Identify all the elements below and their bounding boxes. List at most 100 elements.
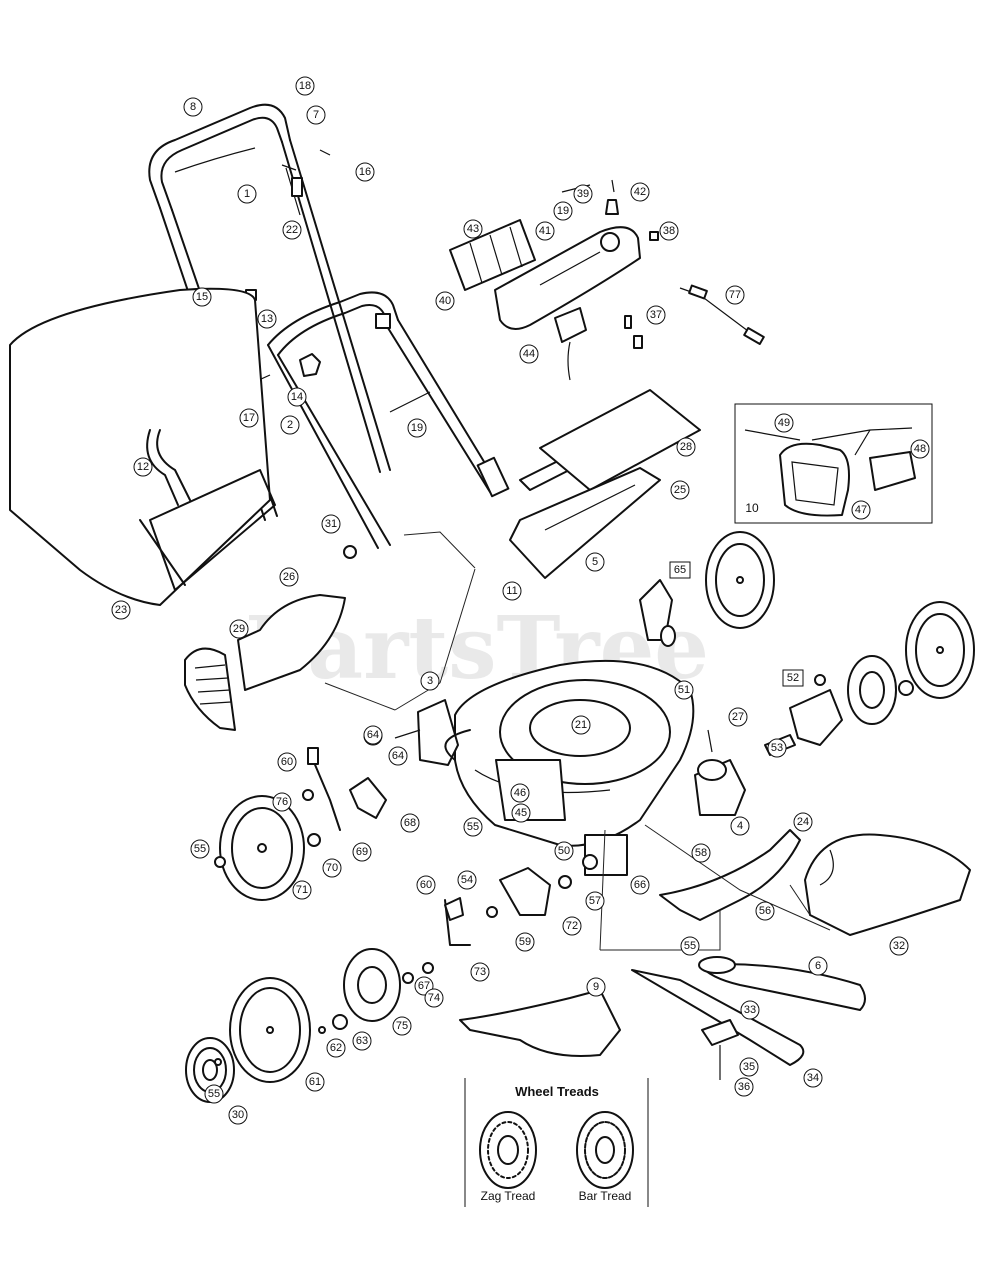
callout-55: 55 [190, 839, 210, 859]
svg-text:23: 23 [115, 604, 127, 616]
svg-text:11: 11 [506, 585, 517, 597]
svg-text:60: 60 [420, 879, 432, 891]
svg-text:25: 25 [674, 484, 686, 496]
svg-text:68: 68 [404, 817, 416, 829]
callout-43: 43 [463, 219, 483, 239]
callout-71: 71 [292, 880, 312, 900]
callout-3: 3 [420, 671, 440, 691]
wheel-treads-legend: Wheel Treads Zag Tread Bar Tread [464, 1078, 649, 1207]
svg-text:15: 15 [196, 291, 208, 303]
svg-text:37: 37 [650, 309, 662, 321]
wheel-rear-right-top [705, 531, 775, 629]
battery-assembly [449, 179, 765, 381]
callout-73: 73 [470, 962, 490, 982]
callout-28: 28 [676, 437, 696, 457]
svg-text:42: 42 [634, 186, 646, 198]
callout-37: 37 [646, 305, 666, 325]
callout-29: 29 [229, 619, 249, 639]
svg-text:74: 74 [428, 992, 440, 1004]
svg-text:12: 12 [137, 461, 149, 473]
svg-text:76: 76 [276, 796, 288, 808]
svg-text:64: 64 [367, 729, 379, 741]
svg-text:64: 64 [392, 750, 404, 762]
svg-text:30: 30 [232, 1109, 244, 1121]
callout-layer: 1234567891112131415161718191920212223242… [111, 76, 930, 1125]
wheel-front-left [214, 795, 305, 901]
callout-46: 46 [510, 783, 530, 803]
svg-text:38: 38 [663, 225, 675, 237]
svg-text:65: 65 [674, 564, 686, 576]
svg-text:48: 48 [914, 443, 926, 455]
svg-text:53: 53 [771, 742, 783, 754]
callout-74: 74 [424, 988, 444, 1008]
bar-tread-wheel [576, 1111, 634, 1189]
callout-64: 64 [388, 746, 408, 766]
svg-text:63: 63 [356, 1035, 368, 1047]
callout-9: 9 [586, 977, 606, 997]
svg-text:18: 18 [299, 80, 311, 92]
svg-text:28: 28 [680, 441, 692, 453]
callout-35: 35 [739, 1057, 759, 1077]
wheel-treads-title: Wheel Treads [515, 1084, 599, 1099]
callout-55: 55 [680, 936, 700, 956]
callout-19: 19 [553, 201, 573, 221]
callout-boxed-65: 65 [669, 561, 691, 579]
svg-text:31: 31 [325, 518, 337, 530]
svg-text:70: 70 [326, 862, 338, 874]
svg-text:3: 3 [427, 675, 433, 687]
callout-63: 63 [352, 1031, 372, 1051]
callout-64: 64 [363, 725, 383, 745]
bar-tread-label: Bar Tread [579, 1189, 632, 1203]
callout-30: 30 [228, 1105, 248, 1125]
mulch-plug [459, 989, 621, 1057]
callout-59: 59 [515, 932, 535, 952]
callout-21: 21 [571, 715, 591, 735]
callout-50: 50 [554, 841, 574, 861]
svg-text:27: 27 [732, 711, 744, 723]
callout-62: 62 [326, 1038, 346, 1058]
svg-text:1: 1 [244, 188, 250, 200]
svg-text:69: 69 [356, 846, 368, 858]
callout-70: 70 [322, 858, 342, 878]
callout-8: 8 [183, 97, 203, 117]
svg-text:39: 39 [577, 188, 589, 200]
callout-5: 5 [585, 552, 605, 572]
svg-text:43: 43 [467, 223, 479, 235]
deck-rear-panel [444, 729, 471, 761]
svg-text:56: 56 [759, 905, 771, 917]
svg-text:4: 4 [737, 820, 743, 832]
svg-text:72: 72 [566, 920, 578, 932]
callout-55: 55 [204, 1084, 224, 1104]
svg-text:22: 22 [286, 224, 298, 236]
svg-text:36: 36 [738, 1081, 750, 1093]
callout-54: 54 [457, 870, 477, 890]
svg-text:19: 19 [557, 205, 569, 217]
callout-40: 40 [435, 291, 455, 311]
callout-11: 11 [502, 581, 522, 601]
callout-72: 72 [562, 916, 582, 936]
callout-47: 47 [851, 500, 871, 520]
callout-32: 32 [889, 936, 909, 956]
wheel-rear-left [229, 977, 311, 1083]
svg-text:46: 46 [514, 787, 526, 799]
mower-deck [454, 659, 695, 876]
callout-36: 36 [734, 1077, 754, 1097]
callout-77: 77 [725, 285, 745, 305]
callout-38: 38 [659, 221, 679, 241]
callout-1: 1 [237, 184, 257, 204]
svg-text:58: 58 [695, 847, 707, 859]
svg-text:55: 55 [194, 843, 206, 855]
svg-text:54: 54 [461, 874, 473, 886]
callout-31: 31 [321, 514, 341, 534]
blade-assembly [631, 956, 866, 1080]
callout-55: 55 [463, 817, 483, 837]
callout-13: 13 [257, 309, 277, 329]
svg-text:45: 45 [515, 807, 527, 819]
svg-text:55: 55 [467, 821, 479, 833]
callout-76: 76 [272, 792, 292, 812]
callout-17: 17 [239, 408, 259, 428]
rear-door [509, 389, 701, 579]
callout-19: 19 [407, 418, 427, 438]
svg-text:35: 35 [743, 1061, 755, 1073]
svg-text:10: 10 [745, 501, 759, 515]
